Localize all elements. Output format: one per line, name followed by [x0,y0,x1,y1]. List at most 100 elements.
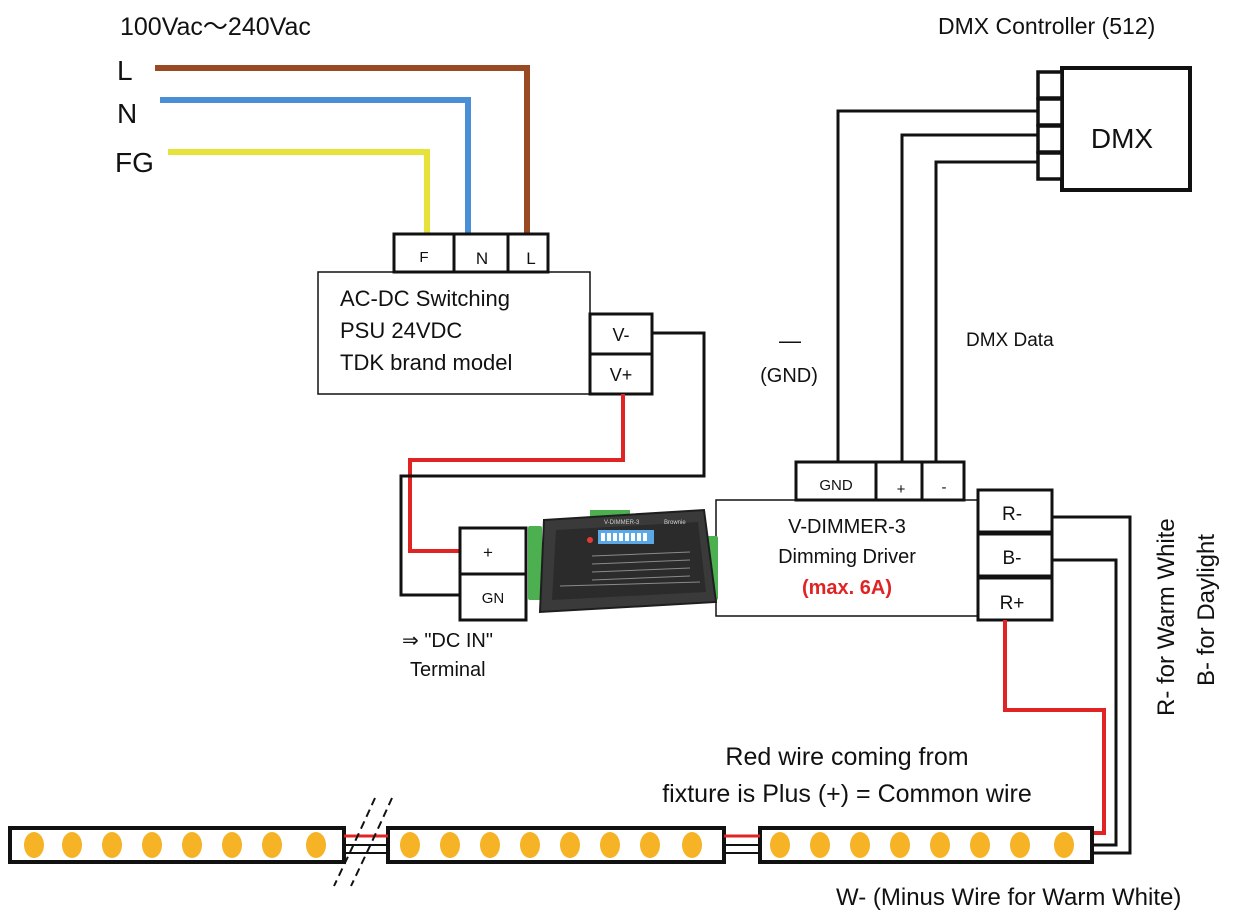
red-wire-note-1: Red wire coming from [725,743,968,771]
led-dot [480,832,500,858]
dimmer-out-rplus [976,576,1054,622]
neutral-wire [160,97,471,236]
line-label-n: N [117,98,137,129]
dc-in-gn-label: GN [482,590,505,607]
dimmer-out-rminus-label: R- [1002,504,1022,525]
dmx-plus-wire [900,133,1038,462]
dimmer-device-photo: V-DIMMER-3 Brownie [528,508,718,614]
psu-line-2: PSU 24VDC [340,318,462,343]
led-dot [182,832,202,858]
led-dots-segment-3 [770,832,1074,858]
device-led-indicator [587,537,593,543]
rb-note-line-1: R- for Warm White [1153,518,1180,716]
led-dot [62,832,82,858]
dc-in-plus [458,526,528,576]
dmx-gnd-wire [836,109,1038,462]
led-dot [770,832,790,858]
dc-in-terminal: + GN [458,526,528,622]
device-print-line [591,559,691,565]
led-dots-segment-2 [400,832,702,858]
terminal-label: Terminal [410,659,486,681]
led-dot [520,832,540,858]
led-dot [102,832,122,858]
dip-key [643,533,647,541]
psu-vplus-label: V+ [610,365,633,385]
led-dot [440,832,460,858]
dmx-pin-2 [1036,97,1064,127]
psu-terminal-l [506,232,550,274]
led-strip-segment-3 [758,826,1094,864]
dip-key [625,533,629,541]
strip-connector-1 [344,834,388,854]
bminus-wire [1052,558,1118,847]
psu-vminus-label: V- [612,325,629,345]
dc-in-plus-label: + [483,543,493,562]
dmx-box-label: DMX [1091,123,1154,154]
dip-key [607,533,611,541]
psu-terminal-f-label: F [419,249,428,266]
led-dot [560,832,580,858]
dmx-wires [836,109,1038,462]
dimmer-minus-label: - [942,479,947,496]
led-dots-segment-1 [24,832,326,858]
dimmer-terminal-plus [874,460,924,502]
device-print-line [591,551,691,557]
led-strip-segment-2 [386,826,726,864]
rb-note-line-2: B- for Daylight [1193,534,1220,686]
rb-note: R- for Warm White B- for Daylight [1153,518,1220,716]
gnd-label: (GND) [760,365,818,387]
psu-line-3: TDK brand model [340,350,512,375]
dimmer-out-rplus-label: R+ [1000,593,1025,614]
device-print-line [559,581,701,587]
dip-key [637,533,641,541]
led-dot [142,832,162,858]
dmx-pin-4 [1036,151,1064,181]
led-dot [682,832,702,858]
led-dot [890,832,910,858]
dimmer-gnd-label: GND [819,477,853,494]
dip-key [631,533,635,541]
live-wire [155,65,530,236]
psu-line-1: AC-DC Switching [340,286,510,311]
dc-in-label: ⇒ "DC IN" [402,630,493,652]
output-wires [1003,515,1132,855]
ac-input-wires [155,65,530,236]
led-dot [600,832,620,858]
psu-box [317,271,591,395]
dimmer-max-label: (max. 6A) [802,577,892,599]
dimmer-out-rminus [976,488,1054,534]
gnd-symbol: — [779,328,801,353]
psu-terminal-l-label: L [526,249,535,268]
device-top-connector [590,510,630,518]
red-wire-note-2: fixture is Plus (+) = Common wire [662,780,1032,808]
led-dot [222,832,242,858]
dmx-data-label: DMX Data [966,330,1054,351]
dmx-minus-wire [934,160,1038,462]
dimmer-line-2: Dimming Driver [778,546,916,568]
dmx-controller: DMX [1036,66,1192,192]
led-strip-segment-1 [8,826,346,864]
dimmer-out-bminus-label: B- [1003,548,1022,569]
led-dot [1054,832,1074,858]
led-dot [306,832,326,858]
dc-wires [399,331,706,597]
dc-negative-wire [399,331,706,597]
led-dot [1010,832,1030,858]
rplus-red-wire [1003,620,1106,835]
led-dot [850,832,870,858]
led-dot [810,832,830,858]
rminus-wire [1052,515,1132,855]
dimmer-line-1: V-DIMMER-3 [788,516,906,538]
device-left-connector [528,526,542,600]
dip-key [613,533,617,541]
device-brand-text: V-DIMMER-3 [604,520,640,526]
psu-terminal-n [452,232,510,274]
device-dip-keys [601,533,647,541]
psu-terminal-vplus [588,352,654,396]
dc-in-gn [458,572,528,622]
led-dot [400,832,420,858]
led-strip [8,797,1094,887]
dc-positive-wire [408,394,625,553]
psu-terminal-n-label: N [476,249,488,268]
